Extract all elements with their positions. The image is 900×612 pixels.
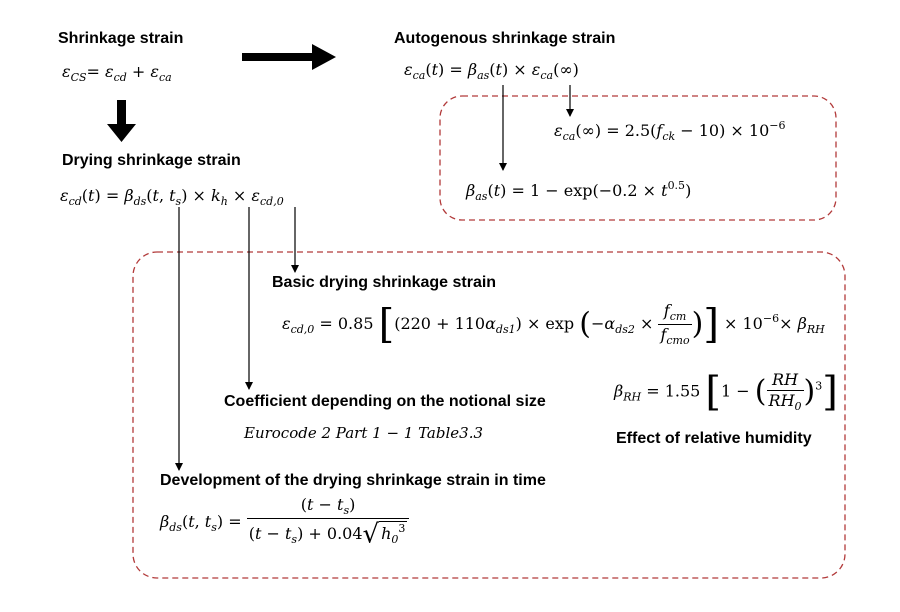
drying-box [132,251,846,579]
basic-drying-equation: εcd,0 = 0.85 [(220 + 110αds1) × exp (−αd… [282,301,825,348]
right-block-arrow [242,44,336,70]
eps-ca-infinity-equation: εca(∞) = 2.5(fck − 10) × 10−6 [554,119,786,143]
basic-drying-heading: Basic drying shrinkage strain [272,274,497,291]
beta-ds-equation: βds(t, ts) = (t − ts)(t − ts) + 0.04√h03 [160,497,410,548]
beta-as-equation: βas(t) = 1 − exp(−0.2 × t0.5) [466,179,692,203]
drying-heading: Drying shrinkage strain [62,152,241,169]
autogenous-heading: Autogenous shrinkage strain [394,30,616,47]
autogenous-box [439,95,837,221]
autogenous-equation: εca(t) = βas(t) × εca(∞) [404,60,579,82]
eurocode-note: Eurocode 2 Part 1 − 1 Table3.3 [244,424,484,442]
shrinkage-strain-heading: Shrinkage strain [58,30,184,47]
coefficient-heading: Coefficient depending on the notional si… [224,393,546,410]
drying-equation: εcd(t) = βds(t, ts) × kh × εcd,0 [60,186,284,208]
development-heading: Development of the drying shrinkage stra… [160,472,546,489]
down-block-arrow [107,100,136,142]
total-shrinkage-equation: εCS= εcd + εca [62,62,172,84]
humidity-heading: Effect of relative humidity [616,430,812,447]
